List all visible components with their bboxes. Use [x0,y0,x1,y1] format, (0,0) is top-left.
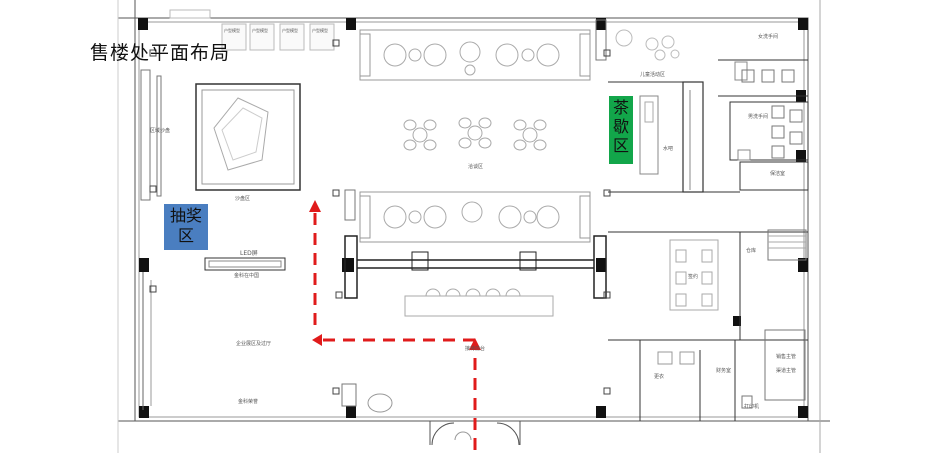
label-cleaning: 保洁室 [770,170,785,177]
label-jinke-honor: 金科荣誉 [238,398,258,405]
label-female-wc: 女洗手间 [758,33,778,40]
label-water-bar: 水吧 [663,145,673,152]
label-kids: 儿童活动区 [640,71,665,78]
label-print: 打印机 [744,403,759,410]
route-arrowheads [309,200,481,350]
label-region-sand: 区域沙盘 [150,127,170,134]
tea-break-area-tag: 茶歇区 [609,96,633,164]
label-channel-mgr: 渠道主管 [776,367,796,374]
reception-desk [404,288,554,317]
lottery-area-tag: 抽奖区 [164,204,208,250]
label-panel-2: 户型模型 [252,27,268,33]
model-panels [169,9,335,51]
entrance-doors [429,421,521,446]
label-sales-mgr: 销售主管 [776,353,796,360]
sand-table [195,83,301,191]
negotiation-booth-bottom [359,191,591,243]
negotiation-tables-center [403,117,547,151]
label-sandtable: 沙盘区 [235,195,250,202]
label-panel-1: 户型模型 [224,27,240,33]
page-title: 售楼处平面布局 [90,42,231,64]
columns [138,18,808,418]
outer-walls [117,0,830,453]
signing-tables [669,239,719,311]
led-screen [204,257,286,271]
label-storage: 仓库 [746,247,756,254]
column-markers [149,39,611,395]
partition-walls [142,19,607,410]
label-led: LED屏 [240,250,258,257]
visitor-route [313,210,477,450]
negotiation-booth-top [359,29,591,81]
left-wall-display [140,69,162,201]
label-negotiate: 洽谈区 [468,163,483,170]
label-changing: 更衣 [654,373,664,380]
right-rooms [608,59,809,421]
kids-area-furniture [615,29,680,61]
label-finance: 财务室 [716,367,731,374]
label-male-wc: 男洗手间 [748,113,768,120]
label-panel-3: 户型模型 [282,27,298,33]
label-entrance: 接待前台 [465,345,485,352]
label-signing: 签约 [688,273,698,280]
label-corp-brand: 企业展区及过厅 [236,340,271,347]
lounge-chair [341,383,393,413]
label-jinke-china: 金科在中国 [234,272,259,279]
label-panel-4: 户型模型 [312,27,328,33]
